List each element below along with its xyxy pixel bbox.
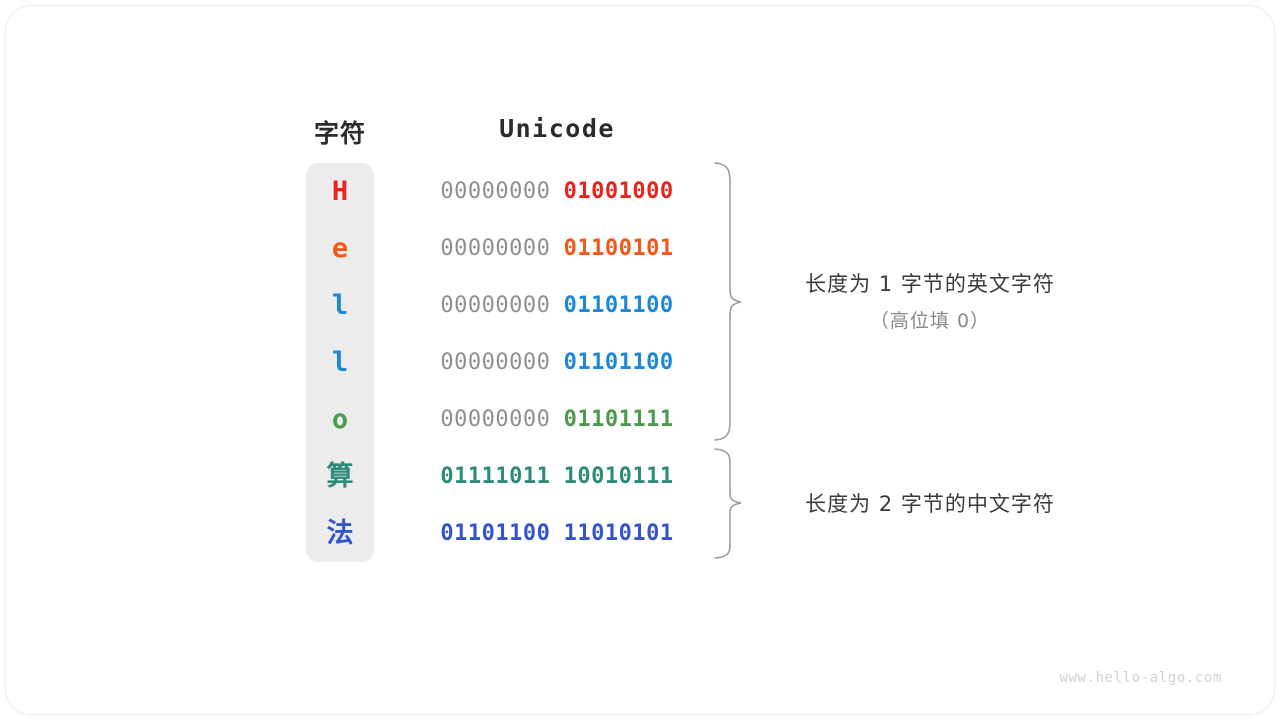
high-byte: 00000000 xyxy=(440,236,551,261)
annotation-ascii-line2: （高位填 0） xyxy=(869,310,991,332)
row-unicode-bits: 00000000 01101100 xyxy=(430,277,684,334)
row-unicode-bits: 00000000 01101100 xyxy=(430,334,684,391)
figure-card xyxy=(6,6,1274,714)
row-unicode-bits: 00000000 01101111 xyxy=(430,391,684,448)
row-character: 算 xyxy=(326,461,354,492)
high-byte: 01101100 xyxy=(440,521,551,546)
column-header-character: 字符 xyxy=(313,119,366,148)
low-byte: 01101100 xyxy=(563,293,674,318)
row-character: 法 xyxy=(326,518,354,549)
low-byte: 10010111 xyxy=(563,464,674,489)
table-row: 法 01101100 11010101 xyxy=(0,505,1280,562)
low-byte: 01101100 xyxy=(563,350,674,375)
row-character: l xyxy=(331,290,349,321)
row-character: H xyxy=(331,176,349,207)
annotation-ascii-line1: 长度为 1 字节的英文字符 xyxy=(805,272,1055,296)
table-row: e 00000000 01100101 xyxy=(0,220,1280,277)
watermark: www.hello-algo.com xyxy=(1059,670,1222,686)
high-byte: 00000000 xyxy=(440,350,551,375)
low-byte: 01001000 xyxy=(563,179,674,204)
low-byte: 01100101 xyxy=(563,236,674,261)
high-byte: 00000000 xyxy=(440,293,551,318)
row-character: l xyxy=(331,347,349,378)
row-unicode-bits: 01111011 10010111 xyxy=(430,448,684,505)
table-row: 算 01111011 10010111 xyxy=(0,448,1280,505)
annotation-ascii: 长度为 1 字节的英文字符 （高位填 0） xyxy=(760,268,1100,333)
table-row: H 00000000 01001000 xyxy=(0,163,1280,220)
annotation-cjk-line1: 长度为 2 字节的中文字符 xyxy=(805,492,1055,516)
low-byte: 11010101 xyxy=(563,521,674,546)
annotation-cjk: 长度为 2 字节的中文字符 xyxy=(760,488,1100,518)
character-column-background xyxy=(306,163,374,562)
table-row: l 00000000 01101100 xyxy=(0,334,1280,391)
row-character: o xyxy=(331,404,349,435)
low-byte: 01101111 xyxy=(563,407,674,432)
table-row: o 00000000 01101111 xyxy=(0,391,1280,448)
table-row: l 00000000 01101100 xyxy=(0,277,1280,334)
row-unicode-bits: 00000000 01100101 xyxy=(430,220,684,277)
column-header-unicode: Unicode xyxy=(499,114,615,143)
high-byte: 01111011 xyxy=(440,464,551,489)
row-unicode-bits: 00000000 01001000 xyxy=(430,163,684,220)
high-byte: 00000000 xyxy=(440,407,551,432)
high-byte: 00000000 xyxy=(440,179,551,204)
row-character: e xyxy=(331,233,349,264)
row-unicode-bits: 01101100 11010101 xyxy=(430,505,684,562)
